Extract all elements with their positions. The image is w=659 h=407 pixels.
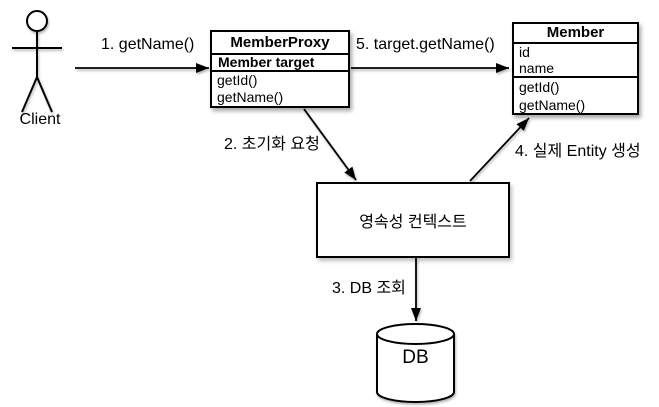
class-box-member: Member id name getId() getName() (512, 22, 639, 115)
class-methods-member: getId() getName() (514, 78, 637, 114)
db-label: DB (402, 347, 429, 368)
class-methods-memberproxy: getId() getName() (212, 72, 348, 106)
attribute-name: name (519, 60, 555, 76)
db-cylinder-top (376, 323, 455, 345)
arrow-label-step5: 5. target.getName() (356, 36, 495, 53)
arrow-label-step3: 3. DB 조회 (332, 280, 406, 297)
method-getid: getId() (519, 79, 560, 95)
persistence-context-label: 영속성 컨텍스트 (359, 214, 467, 231)
persistence-context-box: 영속성 컨텍스트 (316, 182, 510, 258)
arrow-4-entity-create (469, 117, 530, 182)
method-getname: getName() (217, 89, 284, 105)
arrow-label-step2: 2. 초기화 요청 (224, 136, 320, 153)
db-cylinder-body (376, 334, 455, 403)
arrow-label-step1: 1. getName() (101, 36, 195, 53)
attribute-id: id (519, 44, 530, 60)
actor-head (26, 10, 48, 32)
class-box-memberproxy: MemberProxy Member target getId() getNam… (210, 30, 350, 108)
db-cylinder (376, 323, 455, 403)
actor-leg-left (21, 76, 38, 113)
actor-label: Client (19, 111, 61, 128)
class-attributes-member: id name (514, 44, 637, 78)
class-title-memberproxy: MemberProxy (212, 32, 348, 55)
method-getid: getId() (217, 72, 258, 88)
actor-figure (12, 10, 62, 113)
arrow-label-step4: 4. 실제 Entity 생성 (515, 143, 641, 160)
class-title-member: Member (514, 24, 637, 44)
actor-leg-right (36, 76, 53, 113)
arrow-2-init-request (303, 108, 357, 181)
class-field-member-target: Member target (212, 55, 348, 72)
method-getname: getName() (519, 97, 586, 113)
